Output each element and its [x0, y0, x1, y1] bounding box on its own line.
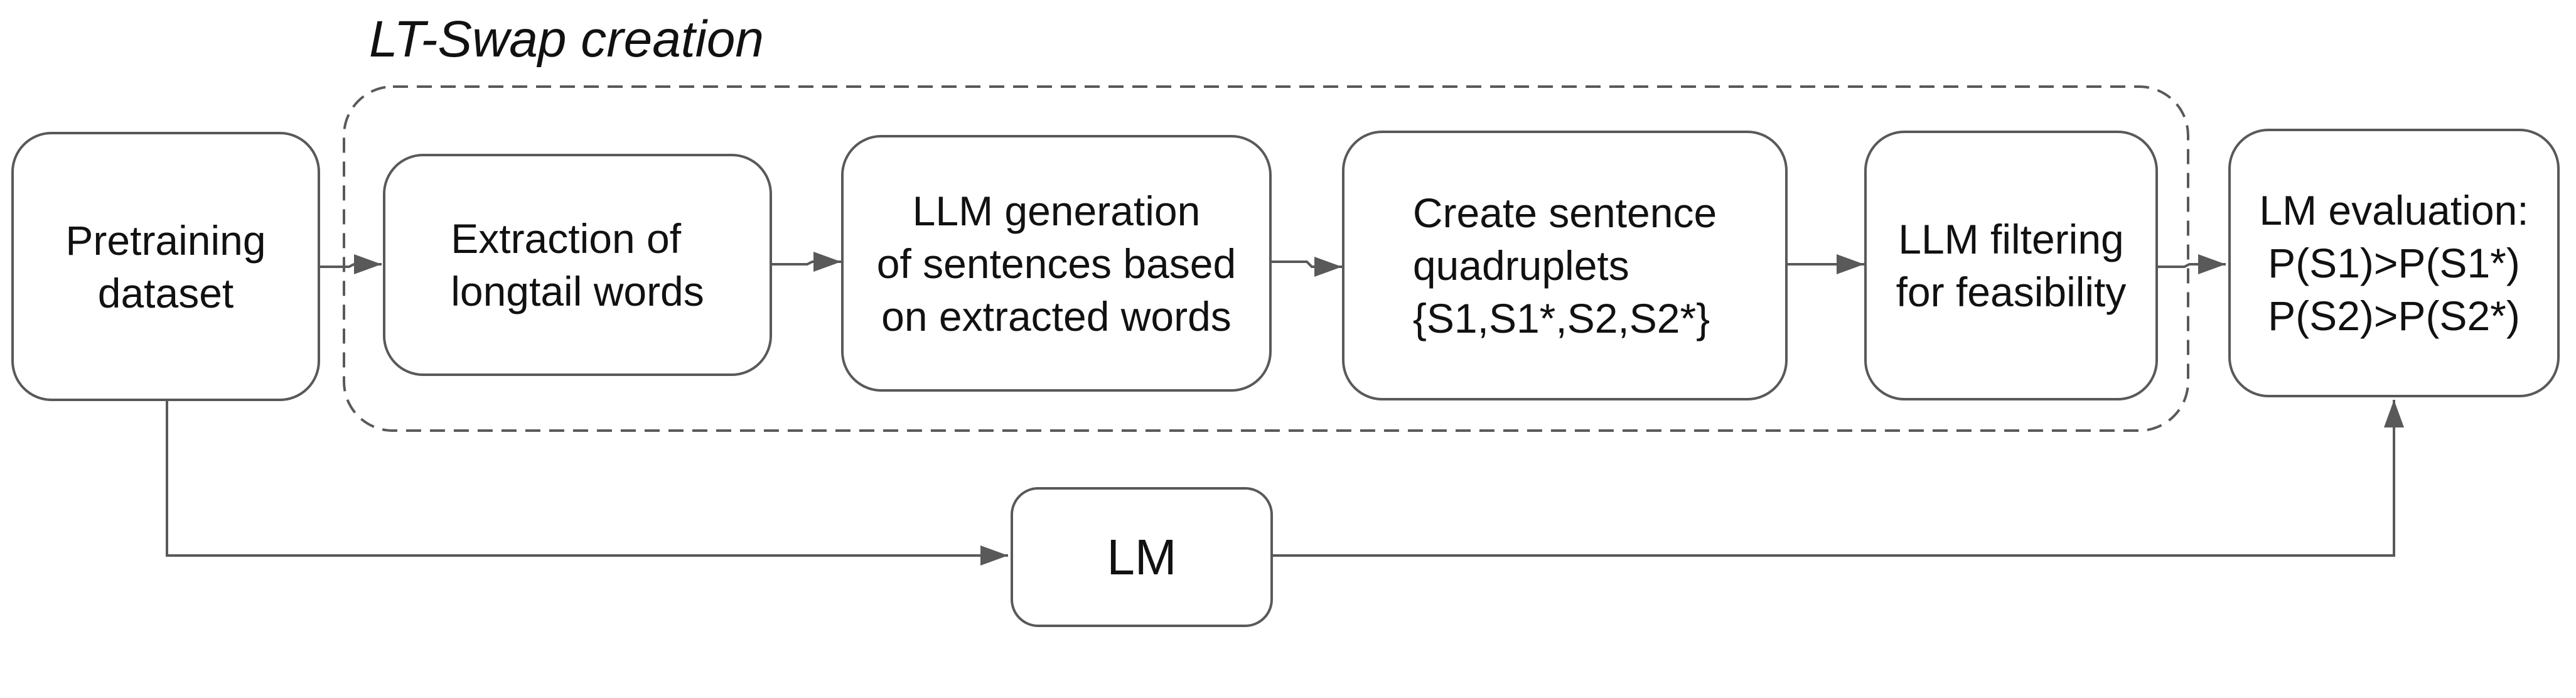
- lt-swap-group-boundary: [343, 85, 2189, 432]
- node-pretraining-dataset-label: Pretraining dataset: [65, 217, 266, 316]
- node-extraction-label: Extraction of longtail words: [451, 215, 704, 314]
- arrow-filtering-to-evaluation: [2158, 254, 2226, 274]
- node-pretraining-dataset: Pretraining dataset: [11, 132, 320, 401]
- node-lm-evaluation-label: LM evaluation: P(S1)>P(S1*) P(S2)>P(S2*): [2259, 187, 2529, 339]
- node-llm-generation-label: LLM generation of sentences based on ext…: [876, 187, 1237, 340]
- arrow-lm-to-evaluation: [1273, 400, 2404, 557]
- arrow-pretraining-to-extraction: [320, 254, 382, 274]
- node-lm-label: LM: [1107, 529, 1177, 585]
- node-create-quadruplets: Create sentence quadruplets {S1,S1*,S2,S…: [1342, 131, 1788, 400]
- node-lm-evaluation: LM evaluation: P(S1)>P(S1*) P(S2)>P(S2*): [2228, 129, 2560, 397]
- node-llm-generation: LLM generation of sentences based on ext…: [841, 135, 1272, 392]
- arrow-generation-to-quadruplets: [1272, 257, 1342, 277]
- arrow-extraction-to-generation: [772, 252, 841, 272]
- group-title: LT-Swap creation: [369, 11, 765, 68]
- node-create-quadruplets-label: Create sentence quadruplets {S1,S1*,S2,S…: [1412, 190, 1717, 341]
- node-llm-filtering: LLM filtering for feasibility: [1864, 131, 2158, 400]
- node-extraction: Extraction of longtail words: [383, 154, 772, 376]
- arrow-pretraining-to-lm: [166, 401, 1008, 566]
- node-llm-filtering-label: LLM filtering for feasibility: [1896, 216, 2127, 315]
- node-lm: LM: [1011, 487, 1273, 627]
